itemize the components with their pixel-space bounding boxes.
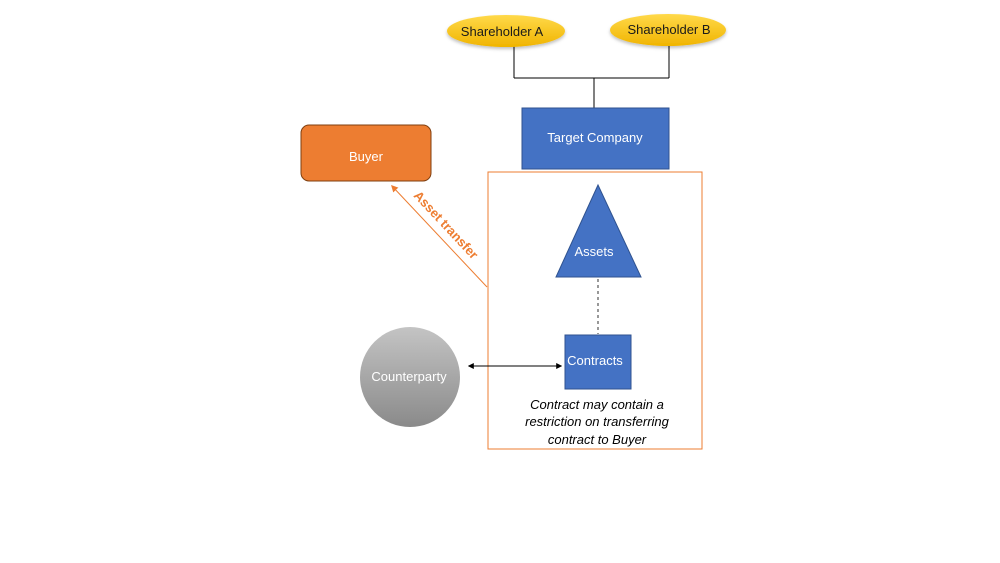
note-line-3: contract to Buyer <box>548 432 647 447</box>
buyer-node[interactable]: Buyer <box>300 124 432 182</box>
counterparty-label: Counterparty <box>371 369 447 384</box>
shareholder-a-label: Shareholder A <box>461 24 544 39</box>
assets-label: Assets <box>574 244 614 259</box>
note-line-1: Contract may contain a <box>530 397 664 412</box>
note-line-2: restriction on transferring <box>525 414 670 429</box>
counterparty-node[interactable]: Counterparty <box>360 327 460 427</box>
assets-node[interactable]: Assets <box>555 183 642 278</box>
shareholder-b-label: Shareholder B <box>627 22 710 37</box>
shareholder-b-node[interactable]: Shareholder B <box>610 14 726 46</box>
contracts-label: Contracts <box>567 353 623 368</box>
target-company-node[interactable]: Target Company <box>521 107 670 170</box>
buyer-label: Buyer <box>349 149 384 164</box>
ownership-connector <box>513 45 670 108</box>
asset-transfer-label: Asset transfer <box>411 188 482 262</box>
asset-transfer-edge: Asset transfer <box>391 184 488 288</box>
shareholder-a-node[interactable]: Shareholder A <box>447 15 565 47</box>
contracts-node[interactable]: Contracts <box>564 334 632 390</box>
target-company-container <box>487 171 703 450</box>
target-company-label: Target Company <box>547 130 643 145</box>
restriction-note: Contract may contain a restriction on tr… <box>525 397 670 447</box>
